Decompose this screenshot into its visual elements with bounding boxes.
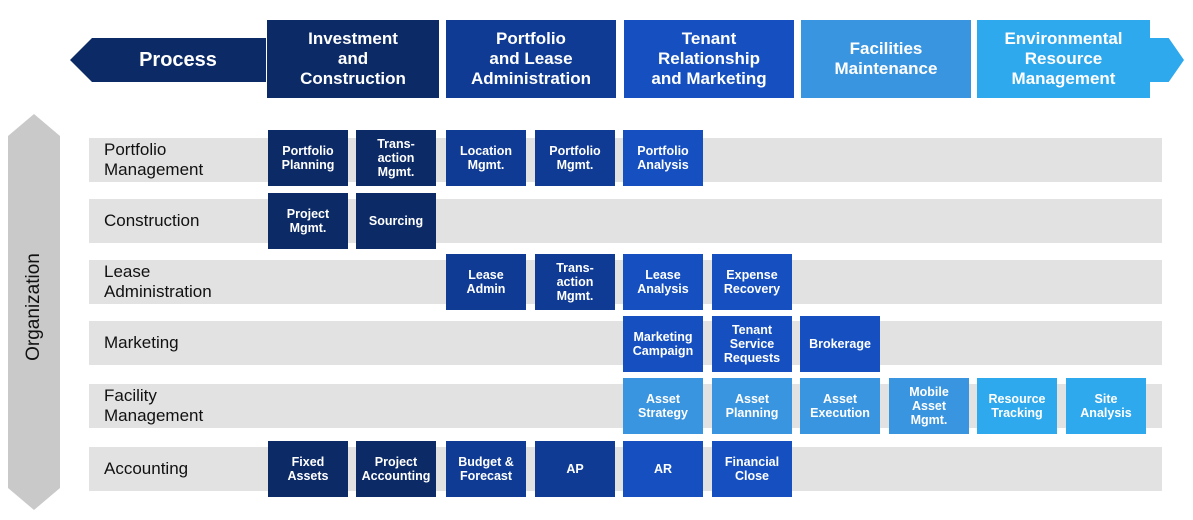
cell-marketing-campaign: Marketing Campaign bbox=[623, 316, 703, 372]
process-label: Process bbox=[139, 48, 217, 71]
row-label-facility-management: Facility Management bbox=[104, 386, 204, 425]
cell-site-analysis: Site Analysis bbox=[1066, 378, 1146, 434]
cell-ap: AP bbox=[535, 441, 615, 497]
cell-project-mgmt: Project Mgmt. bbox=[268, 193, 348, 249]
phase-portfolio-lease-administration: Portfolio and Lease Administration bbox=[446, 20, 616, 98]
cell-asset-execution: Asset Execution bbox=[800, 378, 880, 434]
row-label-portfolio-management: Portfolio Management bbox=[104, 140, 204, 179]
cell-expense-recovery: Expense Recovery bbox=[712, 254, 792, 310]
phase-tenant-relationship-marketing: Tenant Relationship and Marketing bbox=[624, 20, 794, 98]
row-label-marketing: Marketing bbox=[104, 333, 179, 352]
cell-location-mgmt: Location Mgmt. bbox=[446, 130, 526, 186]
cell-mobile-asset-mgmt: Mobile Asset Mgmt. bbox=[889, 378, 969, 434]
row-label-accounting: Accounting bbox=[104, 459, 189, 478]
cell-resource-tracking: Resource Tracking bbox=[977, 378, 1057, 434]
organization-label: Organization bbox=[23, 253, 44, 361]
cell-tenant-service-requests: Tenant Service Requests bbox=[712, 316, 792, 372]
row-label-lease-administration: Lease Administration bbox=[104, 262, 212, 301]
cell-portfolio-planning: Portfolio Planning bbox=[268, 130, 348, 186]
cell-brokerage: Brokerage bbox=[800, 316, 880, 372]
row-label-construction: Construction bbox=[104, 211, 200, 230]
cell-lease-admin: Lease Admin bbox=[446, 254, 526, 310]
process-arrow: Process bbox=[70, 38, 266, 82]
cell-fixed-assets: Fixed Assets bbox=[268, 441, 348, 497]
cell-transaction-mgmt: Trans- action Mgmt. bbox=[356, 130, 436, 186]
cell-portfolio-analysis: Portfolio Analysis bbox=[623, 130, 703, 186]
organization-arrow bbox=[8, 114, 60, 510]
cell-sourcing: Sourcing bbox=[356, 193, 436, 249]
cell-asset-planning: Asset Planning bbox=[712, 378, 792, 434]
phase-investment-construction: Investment and Construction bbox=[267, 20, 439, 98]
cell-financial-close: Financial Close bbox=[712, 441, 792, 497]
cell-portfolio-mgmt: Portfolio Mgmt. bbox=[535, 130, 615, 186]
process-arrowhead bbox=[1150, 38, 1184, 82]
cell-project-accounting: Project Accounting bbox=[356, 441, 436, 497]
cell-lease-analysis: Lease Analysis bbox=[623, 254, 703, 310]
phase-facilities-maintenance: Facilities Maintenance bbox=[801, 20, 971, 98]
row-band-construction bbox=[89, 199, 1162, 243]
cell-ar: AR bbox=[623, 441, 703, 497]
cell-asset-strategy: Asset Strategy bbox=[623, 378, 703, 434]
cell-budget-forecast: Budget & Forecast bbox=[446, 441, 526, 497]
cell-transaction-mgmt-lease: Trans- action Mgmt. bbox=[535, 254, 615, 310]
phase-environmental-resource-management: Environmental Resource Management bbox=[977, 20, 1150, 98]
